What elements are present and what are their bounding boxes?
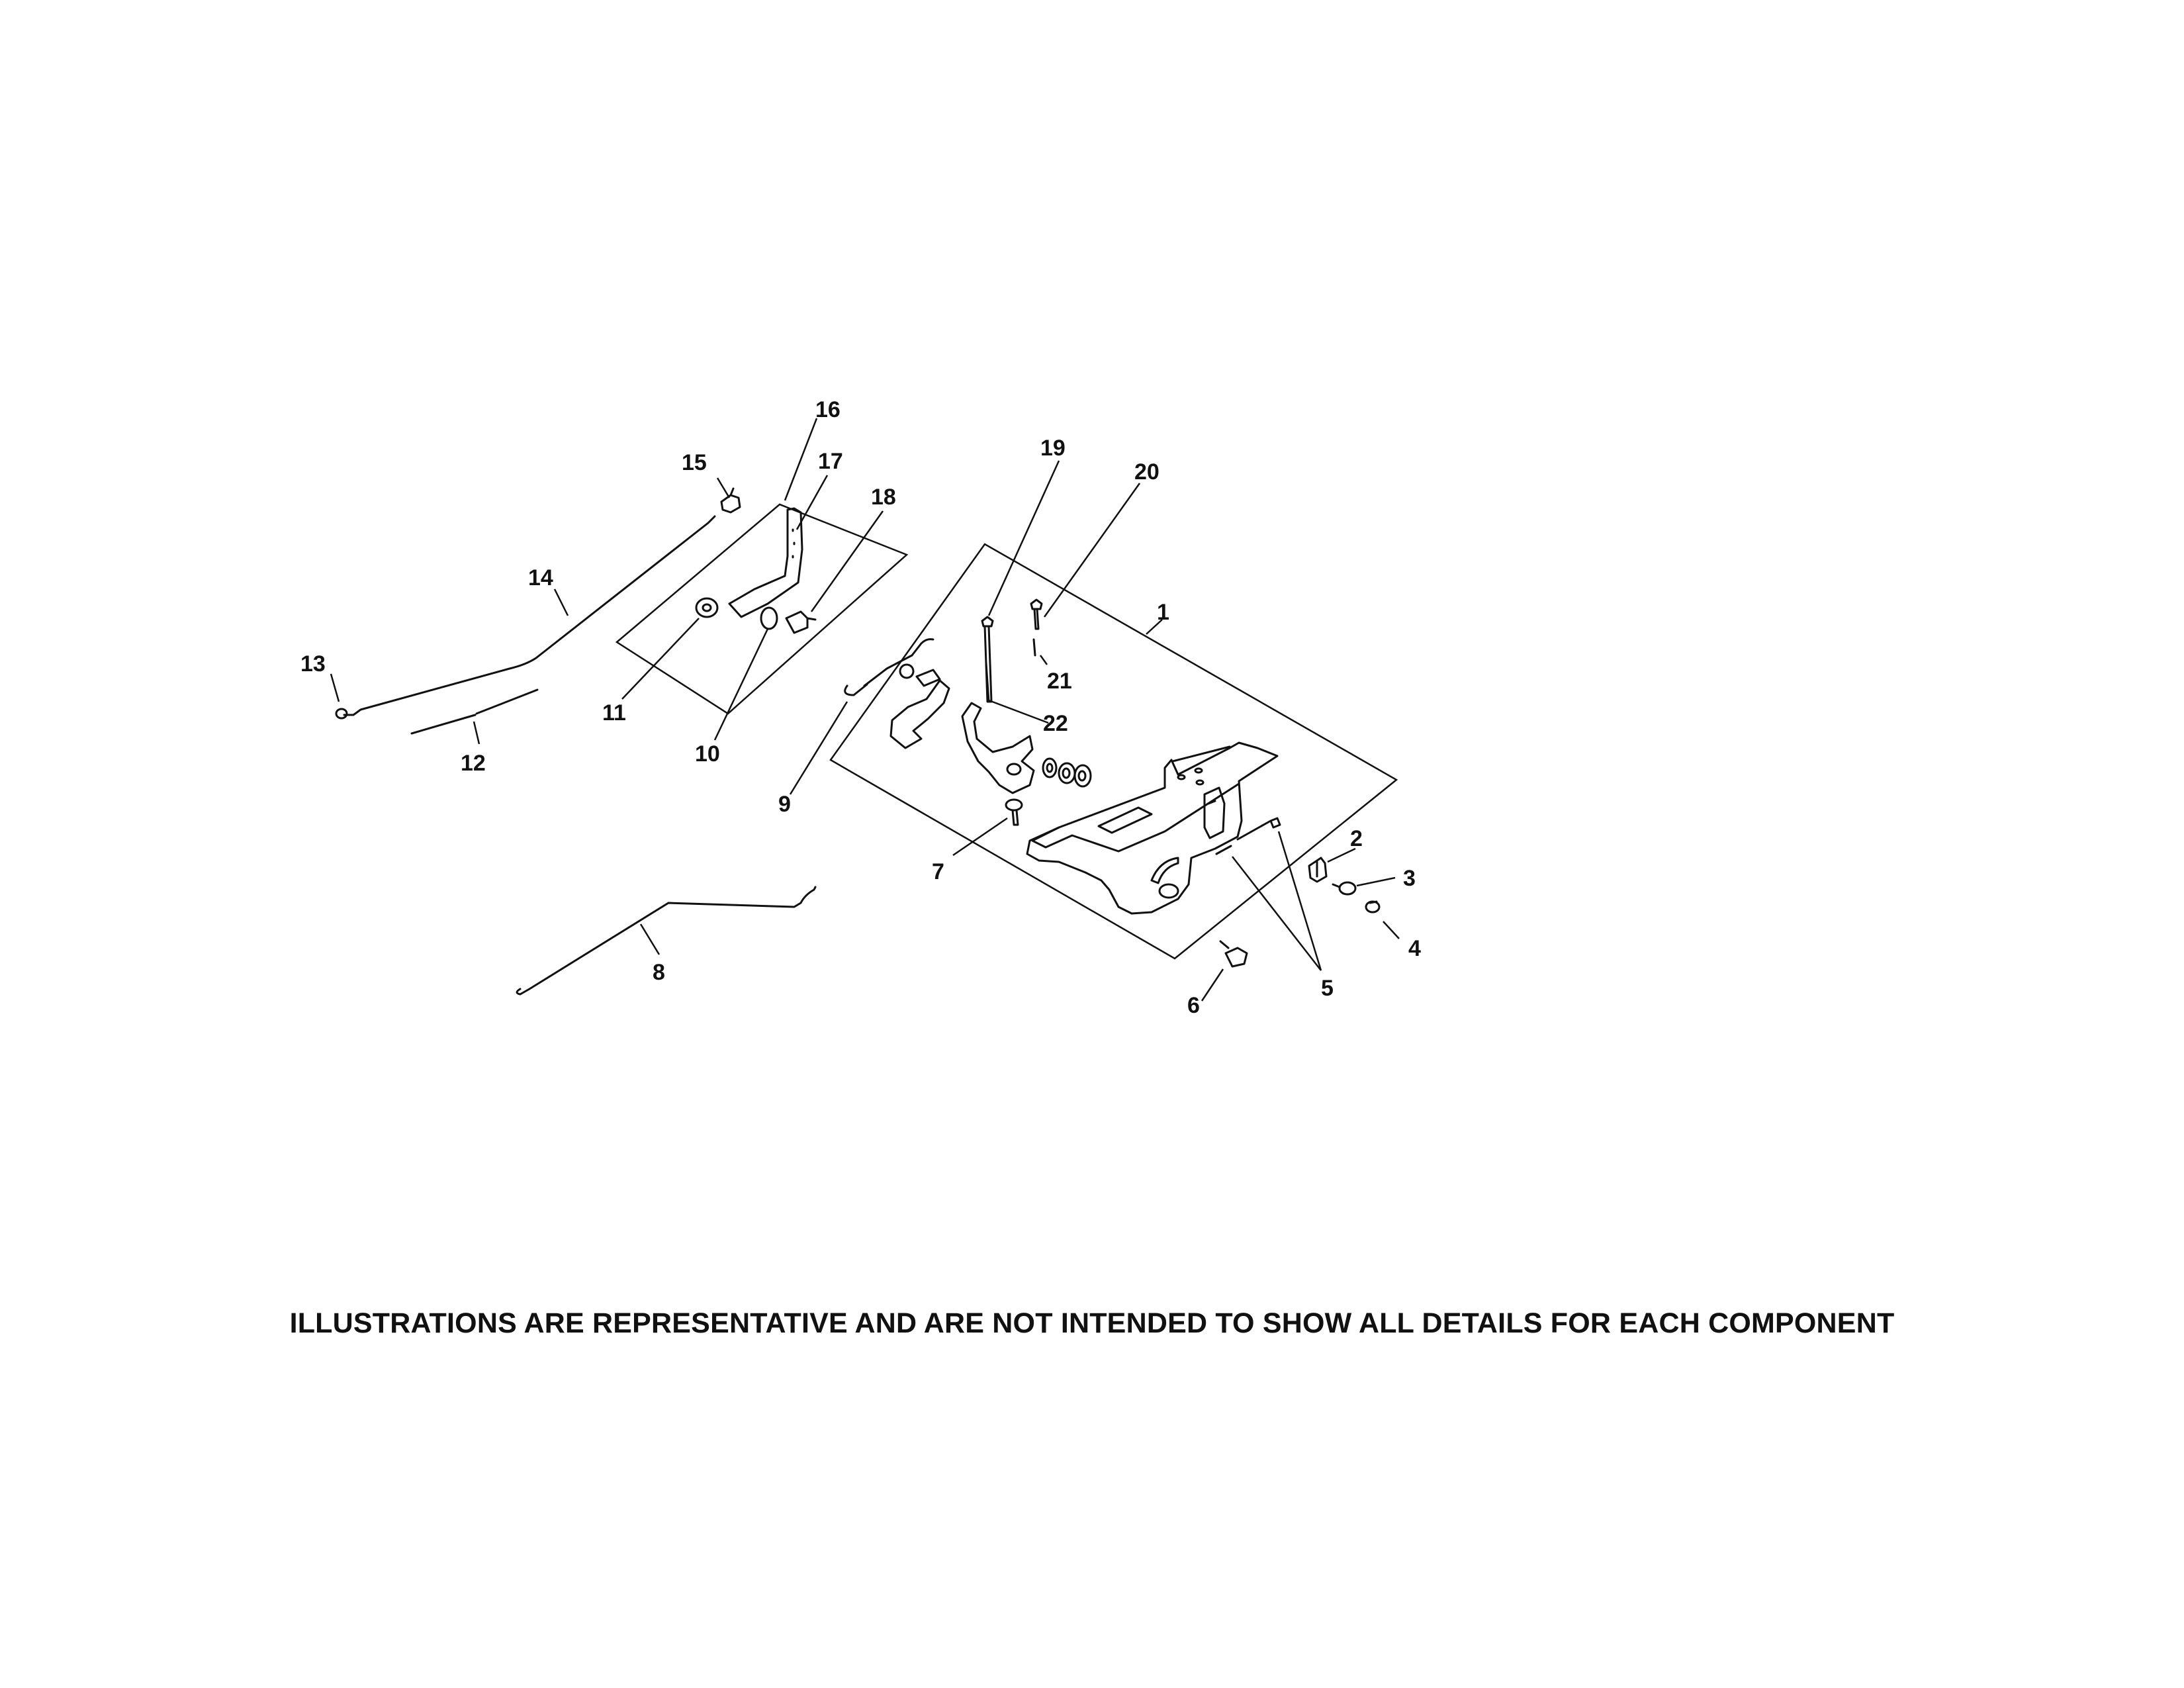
part-9-spring-coil xyxy=(863,654,913,687)
callout-22: 22 xyxy=(1043,711,1068,736)
part-1-boss xyxy=(1158,883,1179,899)
callout-9: 9 xyxy=(778,792,791,817)
illustration-disclaimer: ILLUSTRATIONS ARE REPRESENTATIVE AND ARE… xyxy=(289,1307,1895,1339)
callout-21: 21 xyxy=(1047,669,1072,694)
part-14-governor-rod xyxy=(343,515,716,716)
callout-20: 20 xyxy=(1134,459,1160,485)
part-22-lever-hole xyxy=(1006,763,1022,776)
part-9-spring xyxy=(844,638,934,696)
part-washer-a xyxy=(1042,757,1058,778)
callout-8: 8 xyxy=(653,960,665,985)
part-throttle-lever xyxy=(889,679,950,749)
part-1-slot-window xyxy=(1097,806,1153,834)
sub-assembly-frame-main xyxy=(829,543,1398,960)
part-18-bolt xyxy=(785,610,817,634)
part-pivot-pin xyxy=(915,669,941,687)
part-1-holes xyxy=(1177,767,1205,786)
part-washer-c xyxy=(1073,764,1092,788)
callout-5: 5 xyxy=(1321,976,1334,1001)
part-5-screw xyxy=(1236,817,1281,841)
part-2-clip xyxy=(1308,857,1328,883)
callout-6: 6 xyxy=(1187,993,1200,1018)
part-1-bracket-top-edge xyxy=(1031,745,1240,853)
callout-17: 17 xyxy=(818,449,843,474)
callout-2: 2 xyxy=(1350,826,1363,851)
part-21-spring xyxy=(1032,638,1036,657)
part-11-nut xyxy=(695,597,719,618)
callout-19: 19 xyxy=(1040,436,1066,461)
callout-15: 15 xyxy=(682,450,707,475)
callout-14: 14 xyxy=(528,565,553,590)
part-19-spring xyxy=(985,662,990,703)
part-20-screw xyxy=(1030,598,1043,630)
callout-3: 3 xyxy=(1403,866,1416,891)
part-1-arc-slot xyxy=(1150,857,1179,884)
part-pivot-washer xyxy=(899,663,915,679)
callout-7: 7 xyxy=(932,859,944,884)
part-22-control-lever xyxy=(961,702,1035,794)
part-10-washer xyxy=(760,606,778,630)
callout-1: 1 xyxy=(1157,600,1169,625)
part-1-control-bracket xyxy=(1026,741,1279,915)
part-6-bolt xyxy=(1219,940,1248,968)
callout-10: 10 xyxy=(695,741,720,767)
callout-16: 16 xyxy=(815,397,841,422)
part-12-spring-coil xyxy=(475,688,539,715)
part-4-screw xyxy=(1365,900,1381,914)
part-7-screw xyxy=(1005,798,1023,826)
part-5-spring xyxy=(1215,845,1232,855)
part-15-link xyxy=(720,487,741,514)
sub-assembly-frame-left xyxy=(615,503,909,715)
part-12-spring xyxy=(410,714,477,735)
part-1-tab xyxy=(1203,786,1226,839)
part-17-governor-lever xyxy=(728,507,803,618)
callout-4: 4 xyxy=(1408,936,1421,961)
callout-11: 11 xyxy=(602,700,626,726)
callout-13: 13 xyxy=(300,651,326,677)
part-8-rod xyxy=(516,886,817,996)
callout-18: 18 xyxy=(871,485,896,510)
leader-lines xyxy=(330,418,1400,1002)
part-washer-b xyxy=(1058,762,1076,784)
part-13-clip xyxy=(335,708,348,720)
callout-12: 12 xyxy=(461,751,486,776)
part-17-lever-holes xyxy=(792,528,796,559)
part-3-screw xyxy=(1332,881,1357,896)
